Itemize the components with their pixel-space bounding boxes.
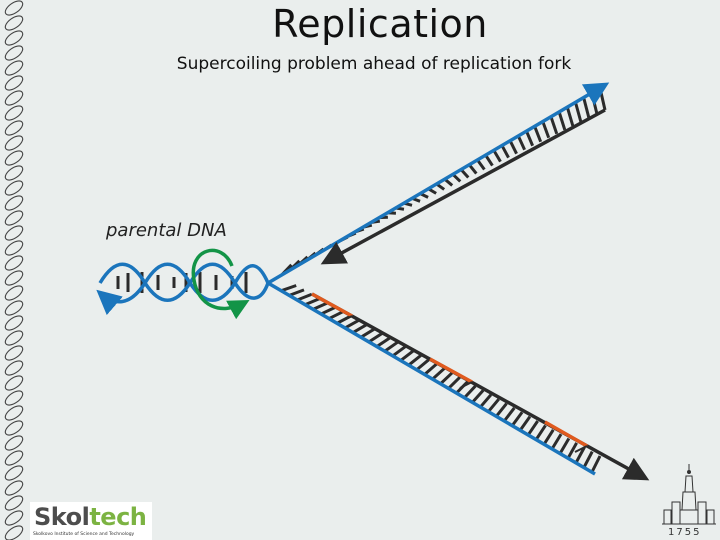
parental-dna-label: parental DNA [106, 220, 227, 241]
msu-building-logo [662, 464, 716, 525]
skoltech-logo: Skoltech Skolkovo Institute of Science a… [30, 502, 152, 540]
slide-title: Replication [272, 2, 488, 46]
skoltech-logo-part1: Skol [34, 503, 90, 531]
parental-dna-helix [96, 262, 270, 316]
supercoil-arrow [191, 248, 250, 320]
slide-subtitle: Supercoiling problem ahead of replicatio… [176, 54, 572, 74]
rna-primer-1 [311, 292, 353, 318]
rna-primer-3 [544, 420, 588, 448]
decorative-chain-border [4, 0, 24, 540]
msu-year: 1755 [668, 527, 702, 538]
skoltech-tagline: Skolkovo Institute of Science and Techno… [33, 532, 135, 537]
leading-strand-arm [267, 82, 610, 285]
lagging-strand-arm [267, 281, 650, 481]
rna-primer-2 [429, 357, 473, 384]
skoltech-logo-part2: tech [89, 503, 147, 531]
